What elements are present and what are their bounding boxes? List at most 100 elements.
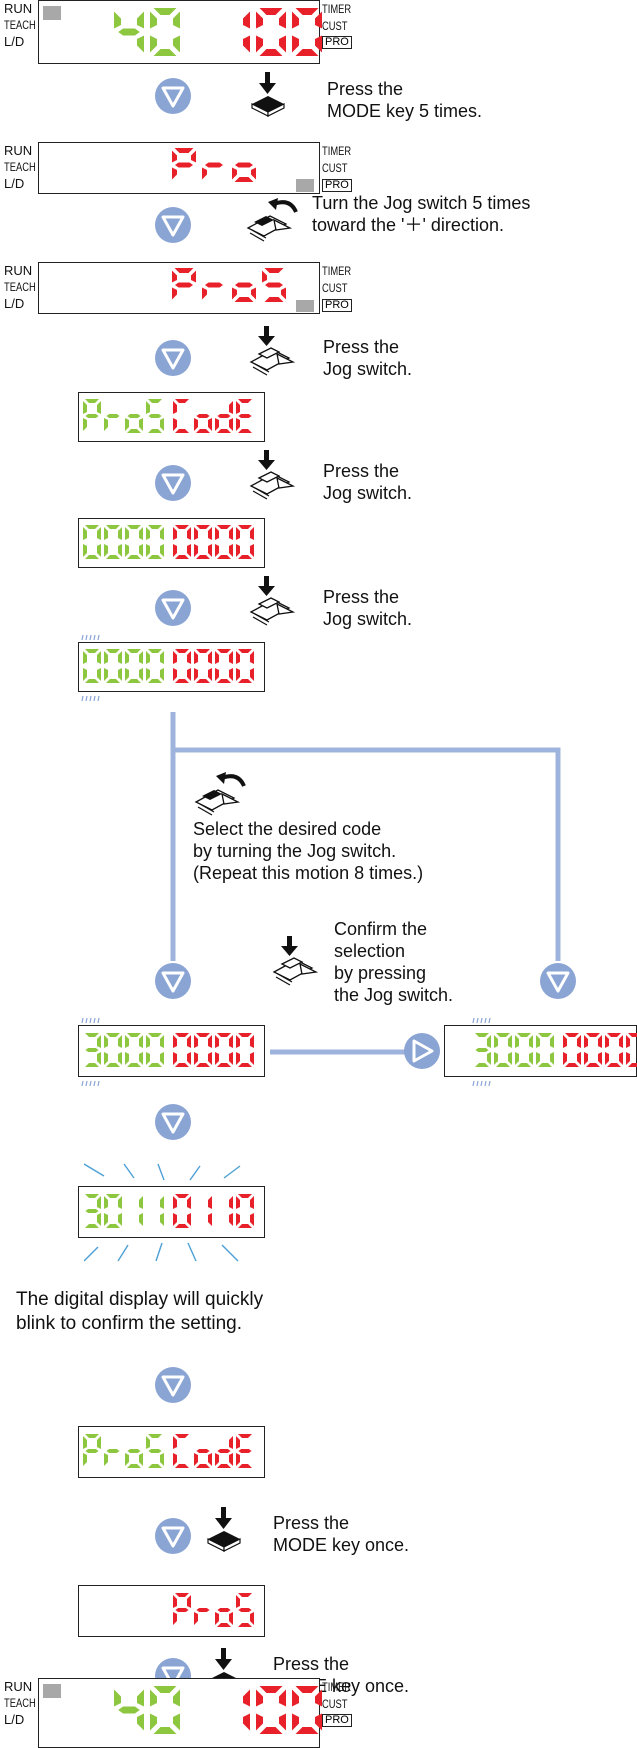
segment (146, 668, 150, 681)
ld-label: L/D (4, 34, 25, 49)
segment (536, 1052, 540, 1065)
segment (139, 1453, 143, 1466)
segment (160, 527, 164, 540)
segment (125, 668, 129, 681)
segment (494, 1052, 498, 1065)
segment (194, 418, 198, 431)
step-5-text: Press the Jog switch. (323, 587, 413, 629)
segment (243, 1689, 250, 1707)
segment (83, 1453, 87, 1466)
segment (584, 1035, 588, 1048)
cust-label: CUST (322, 1697, 348, 1711)
segment (194, 544, 198, 557)
timer-label: TIMER (322, 144, 352, 158)
display-red-value (563, 1033, 637, 1068)
segment (605, 1052, 609, 1065)
segment (153, 1727, 177, 1734)
segment (238, 1434, 252, 1438)
segment (215, 418, 219, 431)
segment (97, 401, 101, 414)
segment (191, 150, 196, 163)
segment (160, 544, 164, 557)
segment (577, 1035, 581, 1048)
step-4-text: Press the Jog switch. (323, 461, 413, 503)
display-panel-9 (78, 1186, 265, 1238)
segment (234, 297, 254, 302)
down-arrow-icon (153, 463, 193, 503)
segment (487, 1035, 491, 1048)
segment (508, 1052, 512, 1065)
segment (114, 11, 121, 29)
segment (279, 35, 286, 53)
segment (85, 1449, 99, 1453)
blink-marks-icon (471, 1079, 495, 1088)
segment (196, 1464, 210, 1468)
segment (139, 527, 143, 540)
segment (172, 167, 177, 180)
segment (238, 525, 252, 529)
segment (148, 429, 162, 433)
run-label: RUN (4, 263, 33, 278)
segment (173, 1689, 180, 1707)
segment (259, 49, 283, 56)
segment (173, 544, 177, 557)
segment (139, 1196, 143, 1209)
segment (217, 414, 231, 418)
segment (175, 525, 189, 529)
segment (236, 527, 240, 540)
blink-marks-icon (80, 694, 104, 703)
segment (97, 1052, 101, 1065)
teach-label: TEACH (4, 1696, 36, 1710)
segment (175, 1464, 189, 1468)
segment (127, 429, 141, 433)
segment (175, 429, 189, 433)
segment (104, 544, 108, 557)
display-right-value (220, 8, 328, 57)
segment (315, 11, 322, 29)
segment (238, 1593, 252, 1597)
segment (196, 414, 210, 418)
segment (292, 11, 299, 29)
segment (208, 544, 212, 557)
segment (125, 1052, 129, 1065)
segment (173, 1713, 180, 1731)
segment (160, 1196, 164, 1209)
segment (236, 1436, 240, 1449)
step-1-text: Press the MODE key 5 times. (327, 79, 483, 121)
segment (148, 399, 162, 403)
segment (187, 1035, 191, 1048)
segment (264, 297, 284, 302)
segment (106, 1033, 120, 1037)
segment (563, 1052, 567, 1065)
segment (243, 1713, 250, 1731)
pro-label: PRO (322, 1714, 352, 1727)
segment (208, 418, 212, 431)
segment (292, 1713, 299, 1731)
segment (229, 401, 233, 414)
timer-label: TIMER (322, 1680, 352, 1694)
segment (175, 1608, 189, 1612)
segment (104, 651, 108, 664)
segment (205, 162, 223, 168)
segment (173, 1612, 177, 1625)
segment (515, 1052, 519, 1065)
segment (538, 1063, 552, 1067)
segment (150, 1689, 157, 1707)
segment (146, 651, 150, 664)
blink-marks-icon (80, 1079, 104, 1088)
teach-label: TEACH (4, 160, 36, 174)
segment (217, 525, 231, 529)
segment (250, 651, 254, 664)
segment (238, 429, 252, 433)
segment (250, 1052, 254, 1065)
segment (196, 1033, 210, 1037)
segment (148, 1464, 162, 1468)
step-8-text: The digital display will quickly blink t… (16, 1289, 264, 1334)
segment (118, 668, 122, 681)
segment (292, 35, 299, 53)
segment (250, 668, 254, 681)
segment (187, 544, 191, 557)
segment (194, 1035, 198, 1048)
segment (475, 1033, 489, 1037)
